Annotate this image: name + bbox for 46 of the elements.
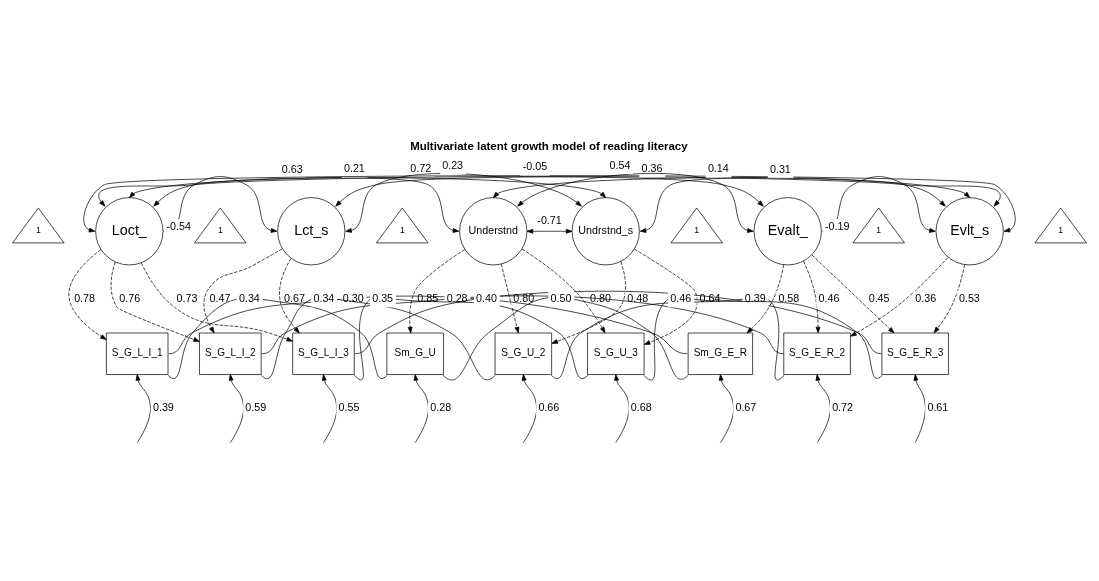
edge-label: 0.73: [176, 291, 198, 304]
edge-label: 0.68: [630, 400, 652, 413]
edge-label: 0.61: [927, 400, 949, 413]
edge-label: 0.36: [915, 291, 937, 304]
edge-label: 0.54: [609, 158, 631, 171]
edge-label: 0.46: [818, 291, 840, 304]
edge-label: 0.46: [670, 291, 692, 304]
edge-label: 0.21: [343, 161, 365, 174]
edge-label: 0.72: [410, 161, 432, 174]
edge-label: 0.36: [641, 161, 663, 174]
edge-label: 0.76: [119, 291, 141, 304]
edge-label: 0.85: [417, 291, 439, 304]
edge-label: 0.31: [769, 162, 791, 174]
edge-label: 0.67: [735, 400, 757, 413]
edge-label: 0.40: [476, 291, 497, 304]
edge-label: 0.23: [442, 158, 464, 171]
edge-label: -0.54: [166, 219, 191, 232]
edge-label: 0.66: [538, 400, 560, 413]
edge-label: 0.39: [152, 400, 174, 413]
edge-label: 0.28: [446, 291, 468, 304]
edge-label: 0.53: [958, 291, 980, 304]
edge-label: 0.67: [284, 291, 305, 304]
edge-label: 0.28: [430, 400, 452, 413]
edge-label: 0.78: [74, 291, 96, 304]
edge-label: 0.72: [832, 400, 854, 413]
edge-label: 0.14: [707, 161, 729, 174]
edge-label: 0.47: [209, 291, 231, 304]
edge-label: 0.58: [778, 291, 800, 304]
edge-label: 0.30: [342, 291, 364, 304]
edge-label: 0.39: [744, 291, 766, 304]
edge-label: 0.45: [868, 291, 890, 304]
edge-label: 0.80: [589, 291, 611, 304]
edge-label: -0.71: [537, 213, 562, 226]
edge-label: 0.59: [245, 400, 267, 413]
edge-label: 0.48: [627, 291, 649, 304]
edge-label: 0.63: [281, 162, 303, 174]
diagram-title: Multivariate latent growth model of reading literacy: [410, 139, 688, 152]
edge-label: 0.80: [513, 291, 535, 304]
edge-label: 0.34: [238, 291, 260, 304]
edge-label: 0.64: [699, 291, 721, 304]
edge-label: 0.34: [313, 291, 335, 304]
edge-label: -0.19: [824, 219, 850, 232]
edge-label: -0.05: [522, 159, 548, 172]
edge-label: 0.55: [338, 400, 360, 413]
edge-label: 0.50: [550, 291, 572, 304]
edge-label: 0.35: [372, 291, 394, 304]
